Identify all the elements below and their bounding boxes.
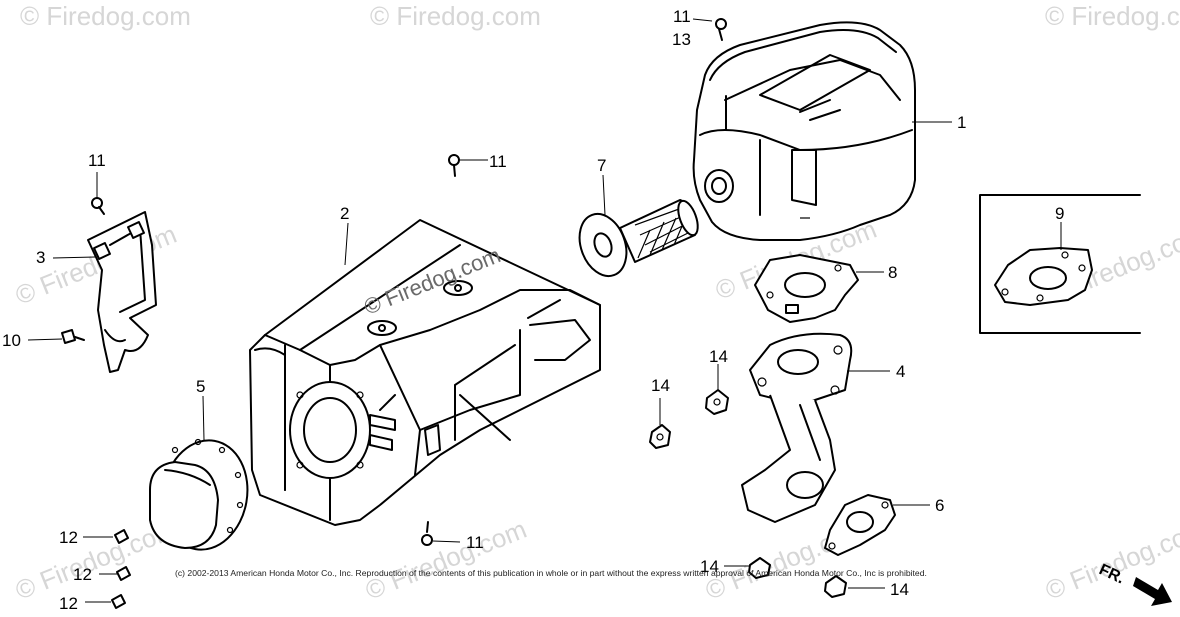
watermark-text: © Firedog.com	[361, 514, 531, 606]
part-5-tailpipe-cap	[149, 438, 249, 551]
callout-1: 1	[957, 113, 966, 132]
callout-3: 3	[36, 248, 45, 267]
part-8-gasket	[754, 254, 859, 323]
callout-10: 10	[2, 331, 21, 350]
copyright-notice: (c) 2002-2013 American Honda Motor Co., …	[175, 568, 927, 578]
callout-4: 4	[896, 362, 905, 381]
callout-14: 14	[700, 557, 719, 576]
callout-14: 14	[890, 580, 909, 599]
callout-11: 11	[673, 7, 691, 26]
callout-14: 14	[709, 347, 728, 366]
part-7-spark-arrester	[578, 199, 699, 277]
callout-14: 14	[651, 376, 670, 395]
part-1-muffler	[692, 21, 916, 241]
part-6-gasket	[824, 494, 896, 556]
callout-13: 13	[672, 30, 691, 49]
callout-11: 11	[466, 533, 484, 552]
watermark-text: © Firedog.com	[370, 1, 541, 31]
part-9-gasket-inset	[979, 194, 1141, 334]
callout-8: 8	[888, 263, 897, 282]
leader-lines	[27, 18, 1062, 603]
callout-9: 9	[1055, 204, 1064, 223]
callout-6: 6	[935, 496, 944, 515]
callout-5: 5	[196, 377, 205, 396]
callout-7: 7	[597, 156, 606, 175]
callout-2: 2	[340, 204, 349, 223]
callout-11: 11	[489, 152, 507, 171]
part-3-bracket	[87, 211, 157, 373]
callout-labels: 11 13 1 11 11 7 2 9 3 8 10 14 4 14 5 6 1…	[2, 7, 1064, 613]
watermark-text: © Firedog.com	[1045, 1, 1180, 31]
callout-12: 12	[59, 528, 78, 547]
callout-11: 11	[88, 151, 106, 170]
front-arrow-icon	[1133, 577, 1172, 606]
part-2-protector	[249, 219, 601, 526]
watermark-text: © Firedog.com	[20, 1, 191, 31]
callout-12: 12	[73, 565, 92, 584]
part-4-exhaust-elbow	[741, 332, 853, 523]
callout-12: 12	[59, 594, 78, 613]
